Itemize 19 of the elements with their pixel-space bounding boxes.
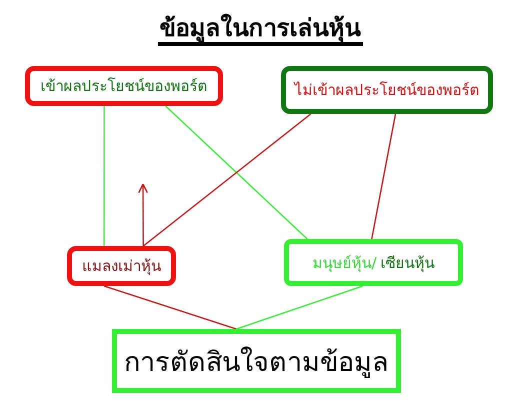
- connector-line: [104, 285, 236, 330]
- rounded-box: [284, 239, 463, 286]
- connector-line: [103, 106, 105, 246]
- rounded-box: [281, 66, 493, 114]
- connector-line: [371, 114, 396, 240]
- rounded-box: [112, 329, 401, 393]
- arrow: [138, 183, 148, 246]
- connector-line: [142, 113, 312, 247]
- node-label: เซียนหุ้น: [380, 252, 435, 274]
- node-label: เข้าผลประโยชน์ของพอร์ต: [40, 76, 208, 97]
- node-label: มนุษย์หุ้น/: [312, 252, 377, 274]
- diagram-title: ข้อมูลในการเล่นหุ้น: [158, 14, 362, 46]
- rounded-box: [67, 246, 176, 286]
- node-label: แมลงเม่าหุ้น: [82, 256, 161, 278]
- connector-line: [165, 106, 308, 240]
- node-label: ไม่เข้าผลประโยชน์ของพอร์ต: [294, 80, 480, 101]
- connector-line: [236, 285, 363, 330]
- node-label: การตัดสินใจตามข้อมูล: [124, 346, 389, 380]
- rounded-box: [25, 66, 223, 106]
